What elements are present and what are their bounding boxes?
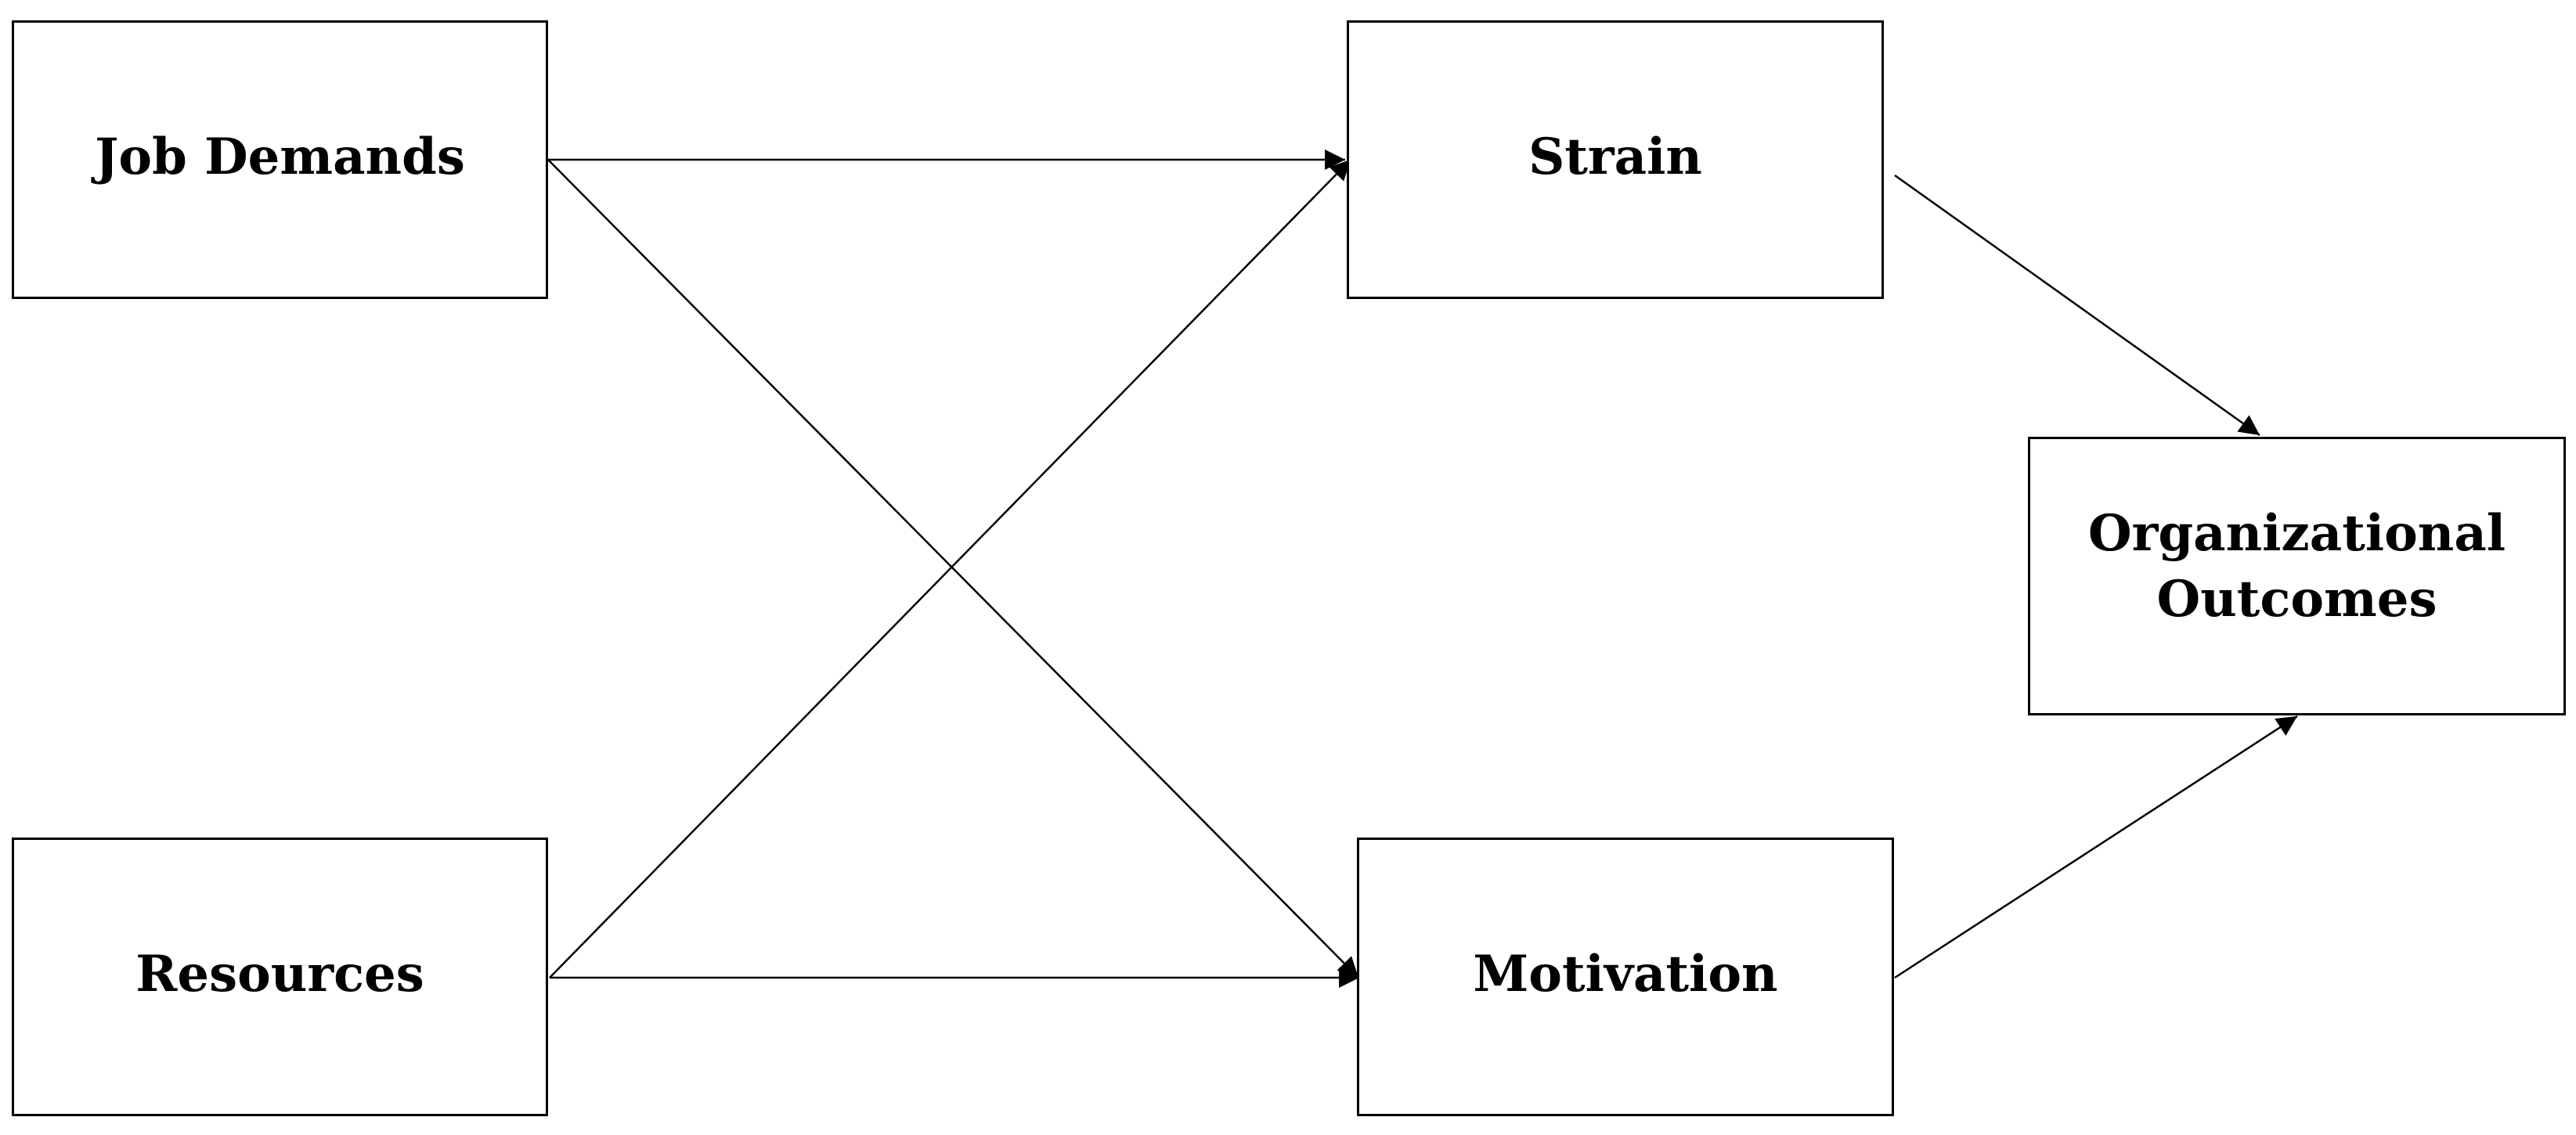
node-label-job-demands: Job Demands [95, 128, 465, 186]
node-resources: Resources [12, 838, 548, 1116]
arrow-resources-to-strain [549, 159, 1351, 978]
arrow-strain-to-outcomes [1894, 174, 2260, 437]
node-strain: Strain [1347, 20, 1884, 299]
arrow-motivation-to-outcomes [1894, 715, 2298, 979]
node-label-strain: Strain [1528, 128, 1702, 186]
node-motivation: Motivation [1357, 838, 1894, 1116]
node-organizational-outcomes: Organizational Outcomes [2028, 437, 2566, 715]
node-label-resources: Resources [135, 945, 424, 1003]
arrow-job-demands-to-motivation [547, 159, 1359, 978]
node-label-organizational-outcomes: Organizational Outcomes [2087, 504, 2506, 629]
node-job-demands: Job Demands [12, 20, 548, 299]
node-label-motivation: Motivation [1473, 945, 1778, 1003]
